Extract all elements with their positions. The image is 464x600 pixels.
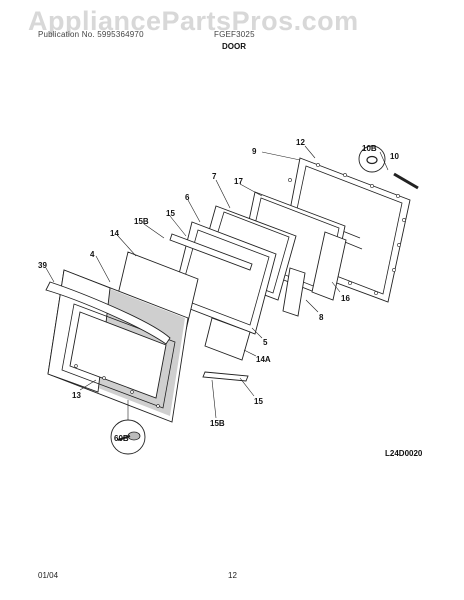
callout-13: 13 (72, 391, 81, 400)
callout-17: 17 (234, 177, 243, 186)
callout-7: 7 (212, 172, 217, 181)
callout-9: 9 (252, 147, 257, 156)
callout-15-bottom: 15 (254, 397, 263, 406)
callout-39: 39 (38, 261, 47, 270)
detail-circle-10b (358, 145, 386, 173)
callout-15-top: 15 (166, 209, 175, 218)
callout-15b-bottom: 15B (210, 419, 225, 428)
outer-door-panel (45, 269, 189, 423)
callout-60b: 60B (114, 434, 129, 443)
callout-16: 16 (341, 294, 350, 303)
model-number: FGEF3025 (214, 30, 255, 39)
leader-lines (45, 145, 389, 420)
detail-circle-60b (110, 419, 146, 455)
callout-10b: 10B (362, 144, 377, 153)
callout-10: 10 (390, 152, 399, 161)
glass-panel-14a (204, 317, 251, 361)
callout-12: 12 (296, 138, 305, 147)
diagram-code: L24D0020 (385, 449, 423, 458)
callout-4: 4 (90, 250, 95, 259)
callout-8: 8 (319, 313, 324, 322)
callout-14: 14 (110, 229, 119, 238)
footer-date: 01/04 (38, 571, 59, 580)
glass-retainer-bottom (202, 371, 249, 382)
callout-5: 5 (263, 338, 268, 347)
callout-15b-top: 15B (134, 217, 149, 226)
page-title: DOOR (222, 42, 246, 51)
hinge-screw (393, 172, 419, 190)
watermark: AppliancePartsPros.com (28, 6, 359, 36)
glass-retainer-top (169, 233, 253, 271)
callout-14a: 14A (256, 355, 271, 364)
callout-6: 6 (185, 193, 190, 202)
footer-page-number: 12 (228, 571, 237, 580)
publication-number: Publication No. 5995364970 (38, 30, 144, 39)
